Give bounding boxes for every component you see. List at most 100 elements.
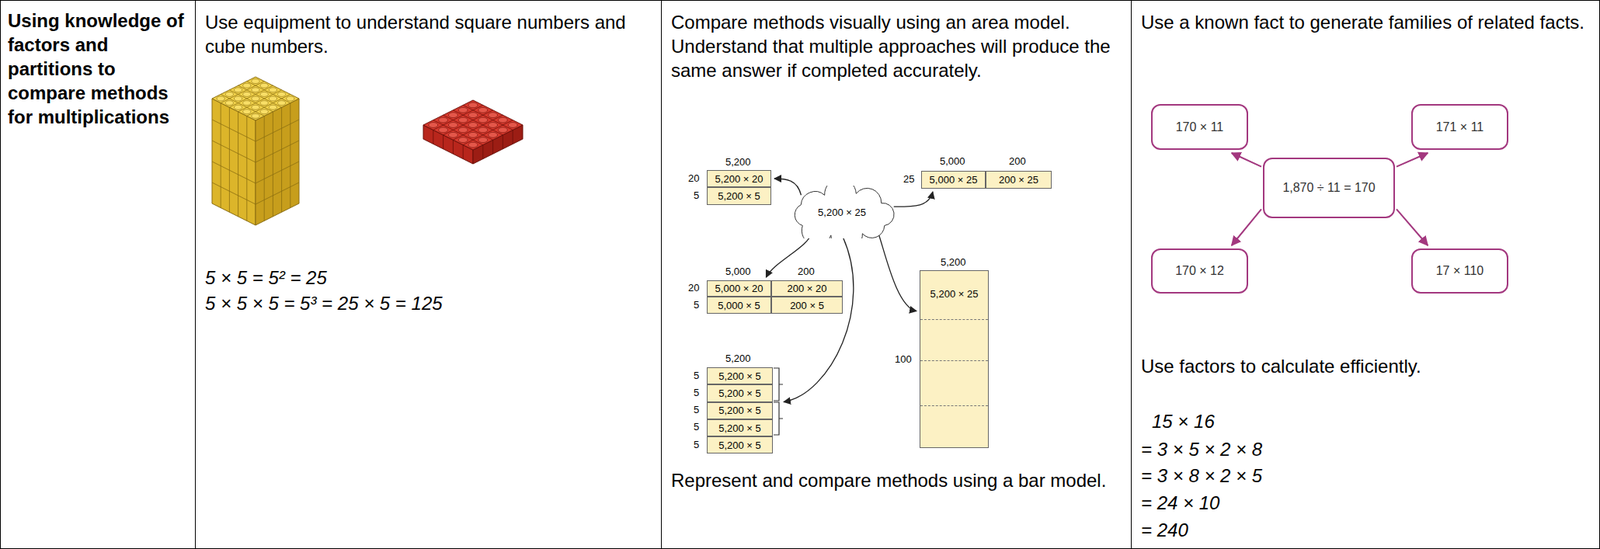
- block-stud: [458, 137, 468, 143]
- block-edge: [229, 107, 230, 213]
- connector-arrow: [878, 233, 917, 311]
- area-model-cell: 5,200 × 5: [706, 402, 773, 420]
- dimension-label: 5,200: [940, 256, 967, 268]
- block-stud: [251, 87, 261, 93]
- dimension-label: 20: [688, 172, 700, 185]
- block-edge: [433, 104, 484, 130]
- connector-arrow: [1231, 153, 1262, 167]
- cloud-outline: [794, 185, 894, 239]
- block-stud: [233, 96, 243, 101]
- box-text: 5,200 × 5: [717, 190, 761, 202]
- block-edge: [433, 120, 484, 146]
- block-stud: [243, 83, 252, 88]
- block-stud: [243, 91, 252, 97]
- block-edge: [502, 135, 504, 150]
- block-stud: [478, 107, 488, 113]
- block-stud: [277, 100, 286, 106]
- area-model-cell: 200 × 5: [771, 296, 843, 314]
- box-text: 5,200 × 20: [715, 173, 764, 185]
- description: Represent and compare methods using a ba…: [671, 468, 1122, 493]
- block-stud: [225, 91, 234, 97]
- square-face: [423, 100, 523, 150]
- connector-arrow: [774, 178, 801, 195]
- area-model-cell: 5,200 × 5: [706, 419, 773, 437]
- block-stud: [260, 100, 269, 106]
- area-model-cell: 5,200 × 5: [706, 384, 773, 402]
- box-text: 5,200 × 25: [817, 206, 867, 219]
- dimension-label: 5: [693, 420, 700, 433]
- block-stud: [478, 127, 488, 133]
- box-text: 5,000 × 25: [929, 173, 978, 186]
- block-stud: [488, 122, 498, 129]
- block-stud: [448, 122, 458, 129]
- block-stud: [468, 122, 478, 129]
- block-stud: [458, 127, 468, 133]
- block-edge: [452, 110, 503, 136]
- block-edge: [255, 140, 300, 163]
- calculation: 5 × 5 × 5 = 5³ = 25 × 5 = 125: [205, 291, 660, 316]
- block-edge: [272, 111, 274, 217]
- block-edge: [212, 161, 256, 184]
- block-stud: [468, 112, 478, 119]
- dimension-label: 5: [693, 369, 700, 382]
- block-stud: [497, 117, 508, 123]
- box-text: 5,200 × 5: [718, 422, 762, 435]
- dimension-label: 200: [797, 265, 815, 278]
- cloud-bubble: 5,200 × 25: [786, 185, 898, 239]
- block-edge: [220, 81, 265, 104]
- block-stud: [468, 142, 478, 148]
- block-edge: [443, 114, 494, 140]
- block-stud: [497, 127, 508, 133]
- box-text: 17 × 110: [1436, 264, 1485, 279]
- box-text: 1,870 ÷ 11 = 170: [1282, 180, 1375, 195]
- block-stud: [233, 87, 243, 93]
- area-model-cell: 200 × 25: [985, 170, 1052, 189]
- calculation: = 240: [1140, 518, 1576, 543]
- area-model-cell: 5,000 × 20: [706, 280, 772, 297]
- bar-divider: [920, 360, 988, 362]
- description: Use equipment to understand square numbe…: [205, 10, 660, 59]
- area-model-cell: 5,200 × 5: [706, 187, 772, 206]
- box-text: 200 × 25: [998, 173, 1039, 186]
- block-stud: [243, 109, 252, 115]
- block-stud: [268, 96, 278, 101]
- block-stud: [260, 109, 269, 115]
- fact-box: 171 × 11: [1411, 104, 1509, 150]
- area-model-cell: 5,000 × 25: [921, 170, 986, 189]
- block-edge: [246, 81, 291, 104]
- block-stud: [488, 112, 498, 119]
- connector-arrow: [1396, 153, 1428, 167]
- block-edge: [289, 103, 291, 209]
- calculation: = 3 × 8 × 2 × 5: [1140, 463, 1576, 488]
- bracket: [773, 402, 783, 435]
- bar-model: 5,200 × 25: [919, 270, 989, 449]
- dimension-label: 5: [693, 189, 700, 202]
- connector-arrow: [783, 237, 854, 403]
- fact-box: 1,870 ÷ 11 = 170: [1262, 157, 1395, 219]
- block-stud: [251, 113, 261, 119]
- block-edge: [255, 182, 300, 205]
- block-edge: [255, 161, 300, 184]
- block-stud: [428, 122, 439, 129]
- block-edge: [229, 90, 273, 112]
- block-edge: [229, 85, 273, 108]
- block-edge: [220, 103, 222, 209]
- bar-divider: [920, 319, 988, 320]
- block-stud: [251, 79, 261, 84]
- block-stud: [233, 104, 243, 110]
- cube-face: [255, 98, 300, 226]
- table-cell: Using knowledge of factors and partition…: [0, 0, 196, 549]
- block-stud: [268, 87, 278, 93]
- box-text: 200 × 20: [787, 282, 828, 295]
- block-edge: [220, 93, 265, 116]
- description: Use a known fact to generate families of…: [1140, 10, 1596, 35]
- area-model-cell: 200 × 20: [771, 280, 843, 297]
- fact-box: 17 × 110: [1411, 248, 1509, 294]
- block-stud: [243, 100, 252, 106]
- block-stud: [448, 112, 458, 119]
- dimension-label: 25: [903, 173, 915, 185]
- dimension-label: 5: [693, 438, 700, 451]
- block-edge: [492, 139, 494, 154]
- dimension-label: 200: [1008, 155, 1027, 167]
- area-model-cell: 5,200 × 20: [706, 170, 772, 188]
